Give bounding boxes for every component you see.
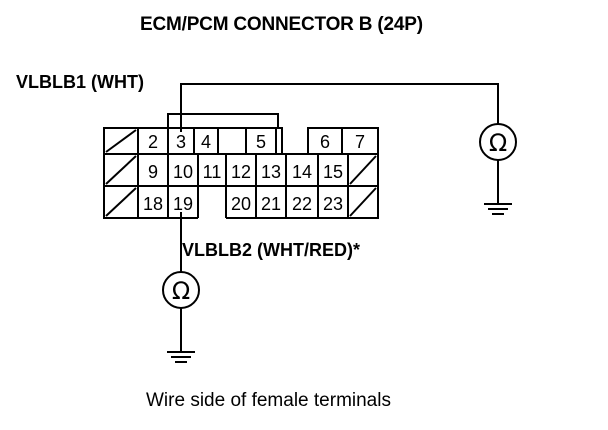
diagram-title: ECM/PCM CONNECTOR B (24P)	[140, 14, 423, 35]
blank-cavity-slash	[105, 187, 137, 217]
pin-4: 4	[201, 132, 211, 152]
pin-19: 19	[173, 194, 193, 214]
blank-cavity-slash	[349, 187, 377, 217]
pin-7: 7	[355, 132, 365, 152]
pin-9: 9	[148, 162, 158, 182]
ohmmeter-2-symbol: Ω	[172, 277, 190, 305]
pin-20: 20	[231, 194, 251, 214]
pin-15: 15	[323, 162, 343, 182]
pin-23: 23	[323, 194, 343, 214]
pin-22: 22	[292, 194, 312, 214]
pin-3: 3	[176, 132, 186, 152]
probe-wire-1	[180, 83, 499, 132]
diagram-caption: Wire side of female terminals	[146, 390, 391, 411]
blank-cavity-slash	[349, 155, 377, 185]
pin-11: 11	[203, 162, 222, 182]
pin-12: 12	[231, 162, 251, 182]
ohmmeter-1-symbol: Ω	[489, 129, 507, 157]
pin-10: 10	[173, 162, 193, 182]
pin-6: 6	[320, 132, 330, 152]
blank-cavity-slash	[105, 129, 137, 153]
pin-5: 5	[256, 132, 266, 152]
wire-label-vlblb1: VLBLB1 (WHT)	[16, 72, 144, 92]
pin-18: 18	[143, 194, 163, 214]
pin-2: 2	[148, 132, 158, 152]
pin-13: 13	[261, 162, 281, 182]
blank-cavity	[200, 188, 224, 218]
blank-cavity-slash	[105, 155, 137, 185]
pin-14: 14	[292, 162, 312, 182]
wire-label-vlblb2: VLBLB2 (WHT/RED)*	[182, 240, 360, 260]
connector-lock-tab	[167, 113, 279, 128]
pin-21: 21	[261, 194, 281, 214]
